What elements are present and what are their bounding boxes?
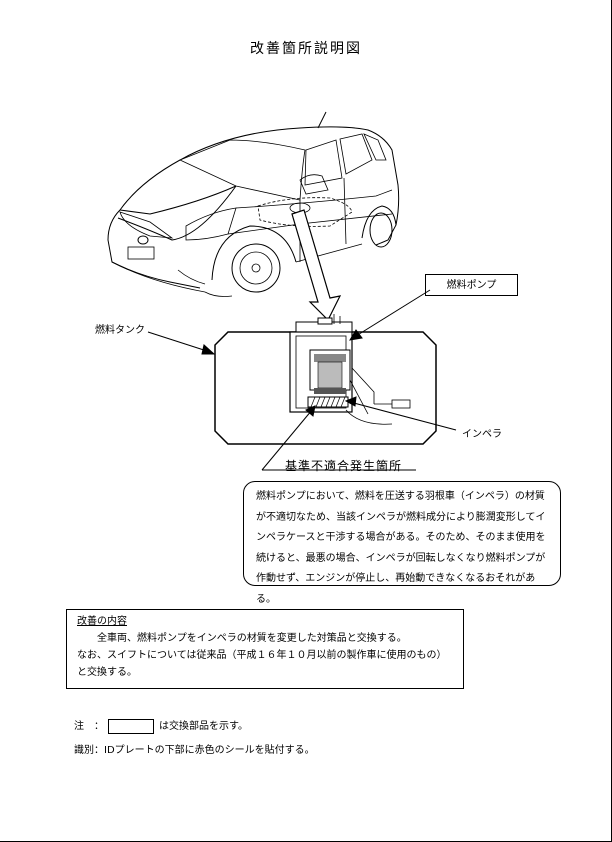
note-prefix: 注 ： [74,721,104,732]
fuel-tank-section [214,314,437,445]
note-suffix: は交換部品を示す。 [159,721,248,732]
fix-line: なお、スイフトについては従来品（平成１６年１０月以前の製作車に使用のもの） [77,650,447,661]
defect-line: 燃料ポンプにおいて、燃料を圧送する羽根車（インペラ）の材質 [256,491,545,502]
defect-line: 続けると、最悪の場合、インペラが回転しなくなり燃料ポンプが [256,552,546,564]
label-arrows [147,289,457,471]
defect-line: 作動せず、エンジンが停止し、再始動できなくなるおそれがある。 [256,573,536,605]
defect-heading: 基準不適合発生箇所 [285,459,403,473]
identification-note: 識別：IDプレートの下部に赤色のシールを貼付する。 [74,745,315,756]
car-illustration [107,111,400,297]
defect-description: 燃料ポンプにおいて、燃料を圧送する羽根車（インペラ）の材質 が不適切なため、当該… [243,481,561,605]
defect-line: が不適切なため、当該インペラが燃料成分により膨潤変形してイ [256,511,546,523]
fix-line: と交換する。 [77,667,137,678]
defect-line: ンペラケースと干渉する場合がある。そのため、そのまま使用を [256,532,546,543]
fuel-pump-label: 燃料ポンプ [425,274,518,296]
fix-line: 全車両、燃料ポンプをインペラの材質を変更した対策品と交換する。 [97,633,407,644]
page-title: 改善箇所説明図 [250,41,362,57]
legend-note: 注 ： は交換部品を示す。 [74,717,248,734]
fix-heading: 改善の内容 [77,616,127,627]
impeller-label: インペラ [462,429,502,440]
zoom-arrow [291,209,342,322]
fix-description: 改善の内容 全車両、燃料ポンプをインペラの材質を変更した対策品と交換する。 なお… [66,609,464,689]
fuel-tank-label: 燃料タンク [95,325,145,336]
replacement-part-swatch [108,718,154,734]
